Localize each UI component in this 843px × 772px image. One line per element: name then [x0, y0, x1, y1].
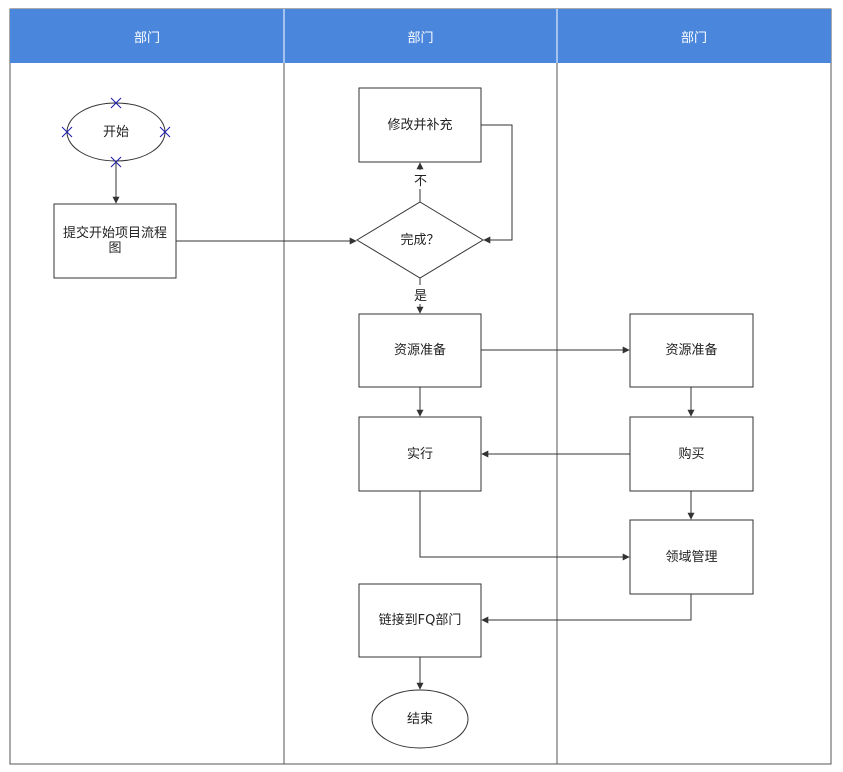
- prep-right-node-shape: [629, 313, 754, 388]
- execute-node-shape: [358, 416, 482, 492]
- revise-node-label: 修改并补充: [387, 117, 453, 133]
- edge-domain-link-fq: [481, 594, 692, 624]
- edge-revise-complete: [481, 124, 513, 244]
- edge-execute-domain: [419, 491, 630, 561]
- purchase-node-label: 购买: [678, 446, 705, 462]
- revise-node-shape: [358, 87, 482, 163]
- lane-header-2: 部门: [407, 30, 434, 46]
- end-node-shape: [371, 689, 469, 749]
- submit-node-label: 提交开始项目流程图: [62, 226, 167, 256]
- execute-node-label: 实行: [406, 446, 433, 462]
- lane-header-1: 部门: [133, 30, 160, 46]
- edge-label-no: 不: [414, 170, 428, 189]
- prep-mid-node-label: 资源准备: [393, 343, 446, 358]
- link-fq-node-label: 链接到FQ部门: [378, 613, 462, 628]
- prep-mid-node-shape: [358, 313, 482, 388]
- lane-header-3: 部门: [680, 30, 707, 46]
- domain-mgmt-node-shape: [629, 519, 754, 595]
- prep-right-node-label: 资源准备: [665, 343, 718, 358]
- header-band: [10, 9, 831, 63]
- complete-node-label: 完成？: [400, 232, 440, 248]
- end-node-label: 结束: [406, 711, 433, 727]
- domain-mgmt-node-label: 领域管理: [665, 549, 718, 565]
- link-fq-node-shape: [358, 583, 482, 658]
- start-node-label: 开始: [102, 124, 129, 140]
- edge-label-yes: 是: [414, 285, 428, 304]
